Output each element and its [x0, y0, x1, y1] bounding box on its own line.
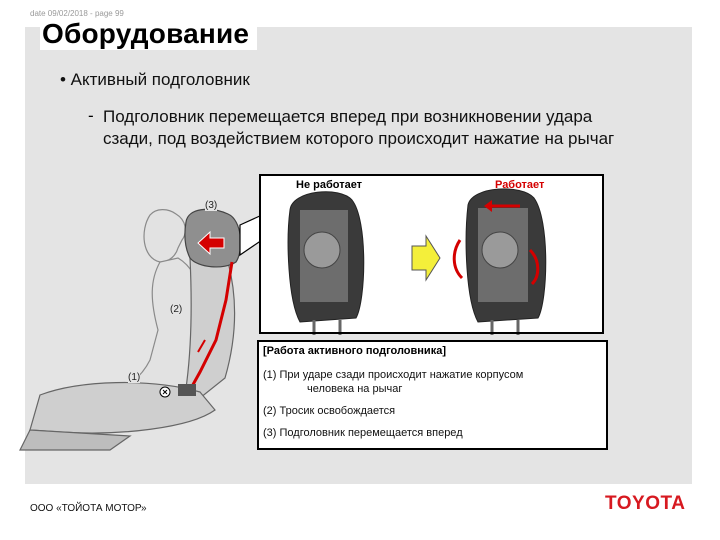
info-item-1-line-a: (1) При ударе сзади происходит нажатие к… [263, 369, 524, 381]
headrest-photo-off [287, 191, 365, 335]
info-item-2: (2) Тросик освобождается [263, 405, 396, 417]
bullet-active-headrest: • Активный подголовник [60, 70, 250, 89]
page-title: Оборудование [40, 18, 258, 50]
info-item-3: (3) Подголовник перемещается вперед [263, 427, 463, 439]
info-box [257, 340, 608, 450]
info-item-1: (1) При ударе сзади происходит нажатие к… [263, 368, 563, 396]
label-working: Работает [495, 179, 545, 191]
cable-line [188, 261, 234, 391]
page-meta: date 09/02/2018 - page 99 [30, 9, 124, 18]
lever-mechanism [178, 384, 196, 396]
footer-company: ООО «ТОЙОТА МОТОР» [30, 503, 147, 514]
headrest-photo-on [452, 188, 547, 335]
info-title: [Работа активного подголовника] [263, 345, 446, 357]
headrest-forward-arrow [197, 230, 225, 256]
cable-arrow [197, 339, 206, 353]
label-not-working: Не работает [296, 179, 363, 191]
transition-arrow [411, 234, 441, 282]
photo-panel [259, 174, 604, 334]
toyota-logo: TOYOTA [605, 493, 686, 514]
sub-description: Подголовник перемещается вперед при возн… [103, 107, 615, 148]
info-item-1-line-b: человека на рычаг [307, 383, 403, 395]
callout-1: (1) [128, 372, 141, 383]
callout-3: (3) [205, 200, 218, 211]
callout-2: (2) [170, 304, 183, 315]
sub-dash: - [88, 106, 94, 125]
